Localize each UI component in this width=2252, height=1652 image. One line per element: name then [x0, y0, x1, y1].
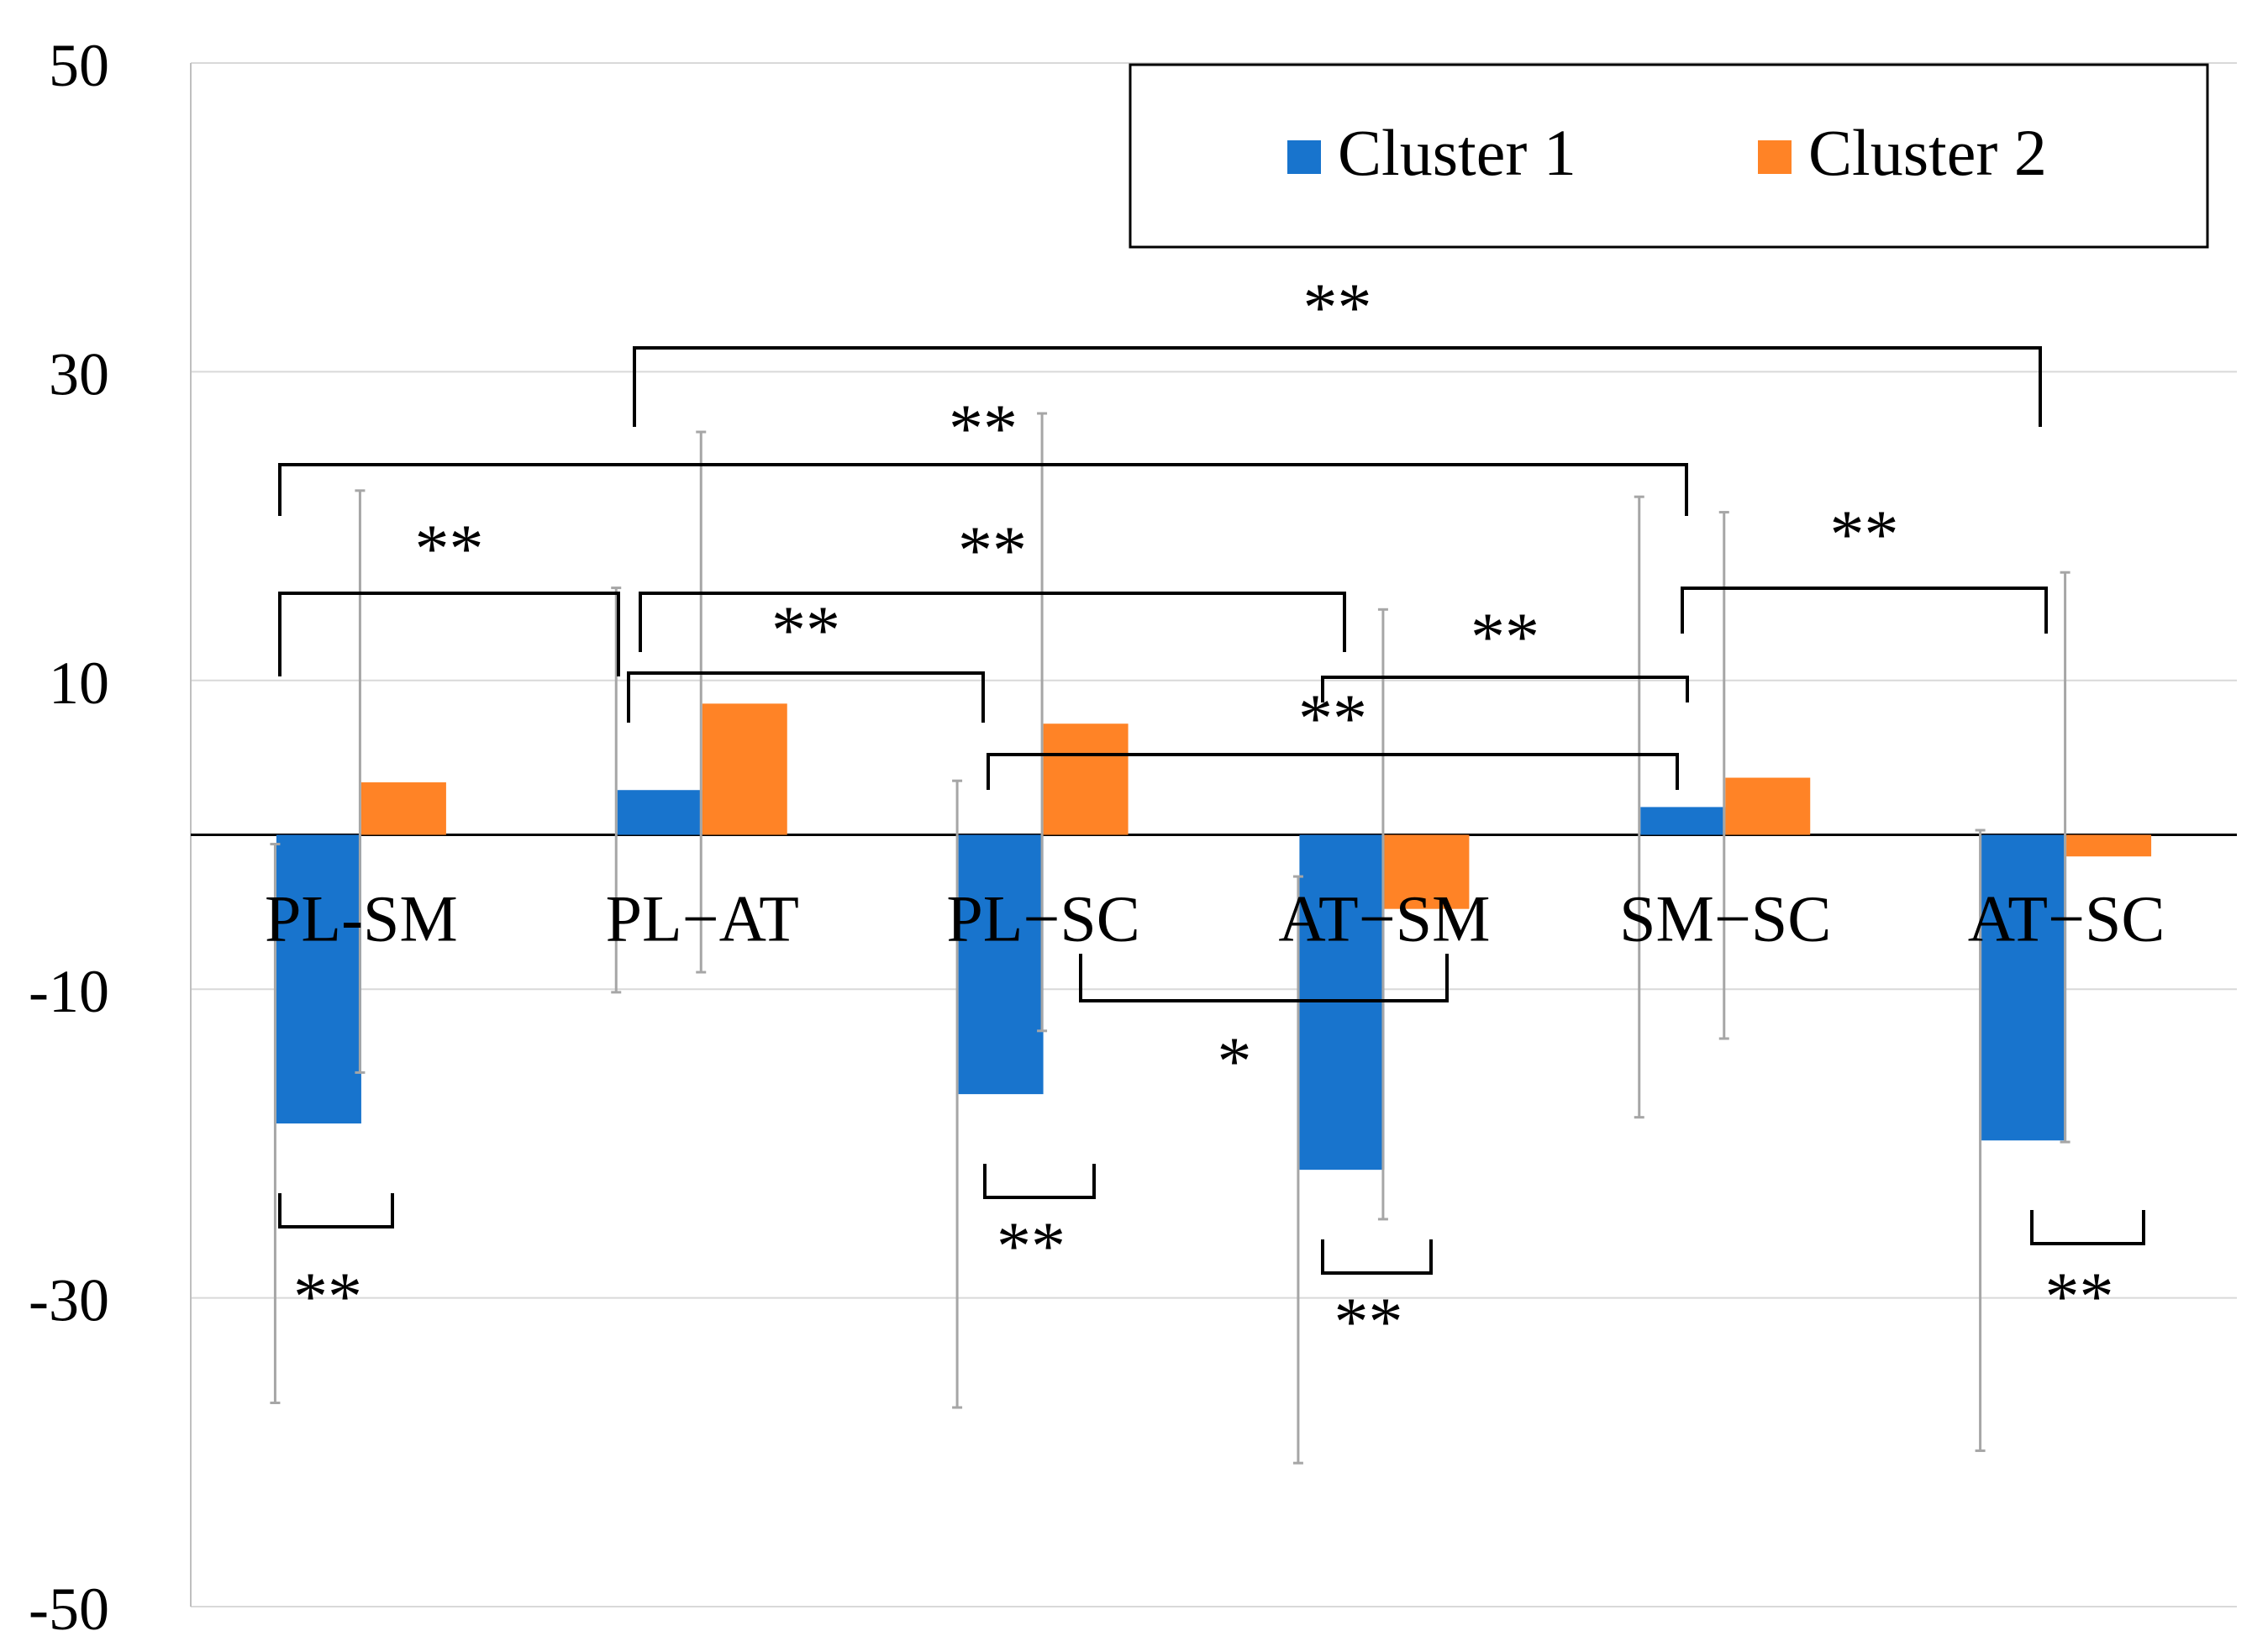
significance-label: ** — [771, 592, 840, 668]
significance-bracket — [278, 592, 620, 676]
x-axis-labels: PL-SM PL−AT PL−SC AT−SM SM−SC AT−SC — [265, 882, 2165, 955]
significance-label: ** — [1334, 1283, 1403, 1360]
significance-bracket — [633, 346, 2042, 427]
x-tick-label: AT−SC — [1968, 882, 2165, 955]
significance-annotations: ************************* — [278, 269, 2145, 1360]
significance-bracket — [278, 463, 1688, 516]
significance-bracket — [1321, 676, 1689, 702]
significance-label: ** — [958, 512, 1027, 588]
y-tick-label: 50 — [49, 32, 109, 99]
significance-bracket — [1681, 587, 2048, 634]
significance-label: ** — [415, 510, 484, 587]
y-tick-label: 30 — [49, 340, 109, 408]
significance-label: ** — [1471, 598, 1539, 675]
x-tick-label: PL−SC — [946, 882, 1139, 955]
y-tick-label: -10 — [29, 958, 109, 1025]
legend: Cluster 1 Cluster 2 — [1129, 63, 2209, 249]
significance-label: ** — [2045, 1258, 2114, 1334]
significance-label: ** — [293, 1258, 362, 1334]
legend-label: Cluster 1 — [1338, 116, 1576, 189]
error-bars — [270, 412, 2070, 1465]
significance-bracket — [278, 1193, 394, 1228]
y-tick-label: 10 — [49, 650, 109, 717]
legend-label: Cluster 2 — [1808, 116, 2047, 189]
gridlines — [191, 62, 2237, 1607]
bar-1-PL−AT — [617, 790, 702, 835]
significance-label: ** — [1298, 680, 1367, 756]
bar-1-PL-SM — [276, 834, 361, 1124]
legend-swatch — [1287, 140, 1321, 174]
bar-2-PL-SM — [360, 782, 446, 835]
bar-2-PL−SC — [1043, 723, 1129, 835]
x-tick-label: PL−AT — [606, 882, 799, 955]
y-axis: 50 30 10 -10 -30 -50 — [29, 32, 2237, 1643]
x-tick-label: SM−SC — [1619, 882, 1831, 955]
y-tick-label: -50 — [29, 1576, 109, 1643]
significance-bracket — [1079, 954, 1449, 1002]
bar-2-AT−SM — [1384, 834, 1470, 909]
significance-label: ** — [997, 1207, 1065, 1284]
bar-1-SM−SC — [1640, 807, 1726, 835]
significance-bracket — [983, 1164, 1096, 1199]
bars — [276, 703, 2152, 1171]
bar-2-SM−SC — [1725, 777, 1811, 835]
y-tick-label: -30 — [29, 1267, 109, 1334]
significance-bracket — [1321, 1239, 1433, 1275]
significance-label: ** — [1303, 269, 1372, 345]
significance-bracket — [627, 671, 985, 723]
significance-label: * — [1218, 1023, 1252, 1099]
significance-bracket — [987, 753, 1679, 790]
legend-swatch — [1758, 140, 1792, 174]
significance-label: ** — [949, 390, 1018, 466]
x-tick-label: AT−SM — [1278, 882, 1490, 955]
bar-2-AT−SC — [2066, 834, 2152, 857]
bar-1-PL−SC — [958, 834, 1044, 1095]
bar-2-PL−AT — [702, 703, 787, 835]
x-tick-label: PL-SM — [265, 882, 458, 955]
significance-bracket — [639, 592, 1346, 652]
significance-bracket — [2030, 1210, 2145, 1245]
bar-1-AT−SC — [1981, 834, 2067, 1141]
significance-label: ** — [1830, 496, 1899, 572]
